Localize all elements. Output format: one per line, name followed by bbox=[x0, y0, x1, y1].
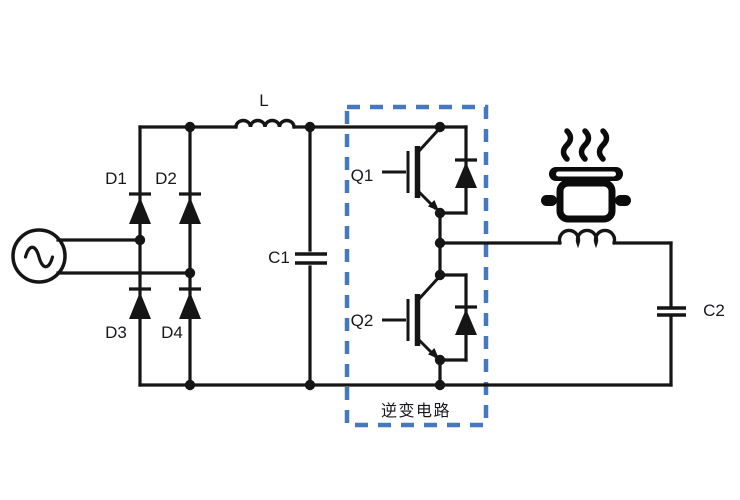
igbt-q1-symbol bbox=[382, 126, 477, 211]
ac-source-circle bbox=[11, 228, 67, 284]
junction-dot bbox=[434, 207, 446, 219]
label-l: L bbox=[259, 91, 268, 110]
label-q2: Q2 bbox=[351, 311, 374, 330]
label-q1: Q1 bbox=[351, 166, 374, 185]
q1-freewheel-diode-triangle bbox=[455, 162, 477, 188]
junction-dot bbox=[304, 379, 316, 391]
junction-dot bbox=[304, 121, 316, 133]
junction-dot bbox=[184, 121, 196, 133]
ac-sine-source-icon bbox=[11, 228, 67, 284]
diode-d3-triangle bbox=[129, 292, 151, 319]
capacitor-c1-symbol bbox=[295, 252, 327, 265]
cooking-pot-steam-icon bbox=[541, 128, 631, 223]
inductor-l-symbol bbox=[234, 118, 296, 129]
pot-lid-slot bbox=[556, 171, 616, 177]
steam-wave-icon bbox=[596, 128, 610, 162]
q2-emitter-arrow bbox=[428, 348, 439, 359]
steam-wave-icon bbox=[578, 128, 592, 162]
q1-collector-lead bbox=[417, 126, 442, 153]
diode-d3-symbol bbox=[129, 287, 151, 319]
diode-d1-symbol bbox=[129, 192, 151, 224]
label-d1: D1 bbox=[105, 169, 127, 188]
junction-dot bbox=[184, 267, 196, 279]
work-coil-symbol bbox=[557, 228, 617, 249]
diode-d4-triangle bbox=[179, 292, 201, 319]
junction-dots bbox=[134, 121, 446, 391]
junction-dot bbox=[434, 237, 446, 249]
pot-handle-right bbox=[615, 195, 631, 206]
q1-emitter-arrow bbox=[428, 200, 439, 211]
junction-dot bbox=[434, 269, 446, 281]
diode-d2-triangle bbox=[179, 197, 201, 224]
diode-d1-triangle bbox=[129, 197, 151, 224]
diode-d4-symbol bbox=[179, 287, 201, 319]
label-c2: C2 bbox=[703, 301, 725, 320]
label-c1: C1 bbox=[268, 248, 290, 267]
junction-dot bbox=[434, 121, 446, 133]
label-d2: D2 bbox=[155, 169, 177, 188]
junction-dot bbox=[184, 379, 196, 391]
diode-d2-symbol bbox=[179, 192, 201, 224]
pot-handle-left bbox=[541, 195, 557, 206]
pot-body bbox=[556, 179, 616, 223]
junction-dot bbox=[434, 379, 446, 391]
capacitor-c2-symbol bbox=[657, 306, 686, 317]
steam-wave-icon bbox=[560, 128, 574, 162]
q2-collector-lead bbox=[417, 274, 442, 301]
junction-dot bbox=[134, 234, 146, 246]
junction-dot bbox=[434, 354, 446, 366]
label-d3: D3 bbox=[105, 323, 127, 342]
q2-freewheel-diode-triangle bbox=[455, 309, 477, 335]
igbt-q2-symbol bbox=[382, 274, 477, 359]
ac-sine-wave bbox=[23, 245, 55, 269]
inverter-dashed-box bbox=[344, 104, 489, 428]
label-inverter-box: 逆变电路 bbox=[381, 402, 451, 420]
label-d4: D4 bbox=[161, 323, 183, 342]
